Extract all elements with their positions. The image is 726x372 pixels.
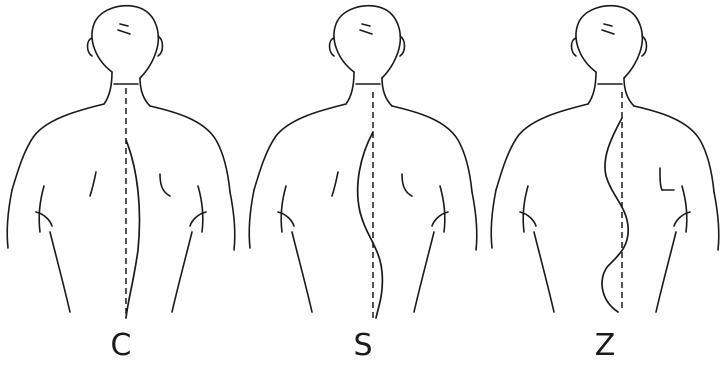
panel-z: Z xyxy=(484,0,726,372)
label-s: S xyxy=(242,328,484,364)
spine-curve-z xyxy=(602,118,628,312)
back-figure-s xyxy=(242,0,484,330)
label-c: C xyxy=(0,328,242,364)
back-figure-z xyxy=(484,0,726,330)
panel-c: C xyxy=(0,0,242,372)
torso-outline xyxy=(7,6,235,312)
panel-s: S xyxy=(242,0,484,372)
back-figure-c xyxy=(0,0,242,330)
label-z: Z xyxy=(484,328,726,364)
spine-curve-c xyxy=(126,140,140,318)
spine-curve-s xyxy=(358,132,383,318)
